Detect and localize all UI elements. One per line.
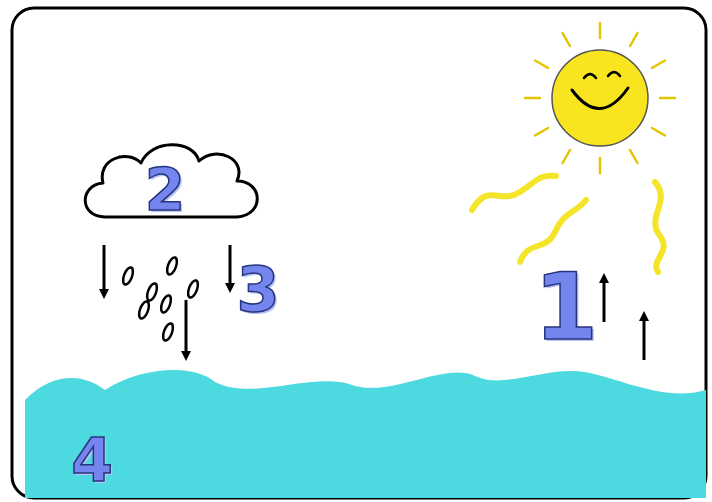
step-number: 2 — [145, 161, 185, 219]
sun-disc — [552, 50, 648, 146]
sun-smile — [572, 88, 628, 109]
step-number: 4 — [71, 430, 113, 490]
cloud: 2 — [75, 135, 265, 230]
sea-shape — [25, 360, 706, 498]
heat-waves — [472, 176, 664, 272]
callout-number: 1 — [534, 262, 598, 354]
sun — [525, 23, 675, 173]
raindrops — [121, 256, 200, 342]
sun-rays — [525, 23, 675, 173]
rain-arrows — [104, 245, 230, 356]
callout-number: 3 — [236, 259, 279, 321]
sea: 4 — [25, 360, 706, 498]
frame — [12, 8, 706, 498]
evaporation-arrows — [604, 278, 644, 360]
